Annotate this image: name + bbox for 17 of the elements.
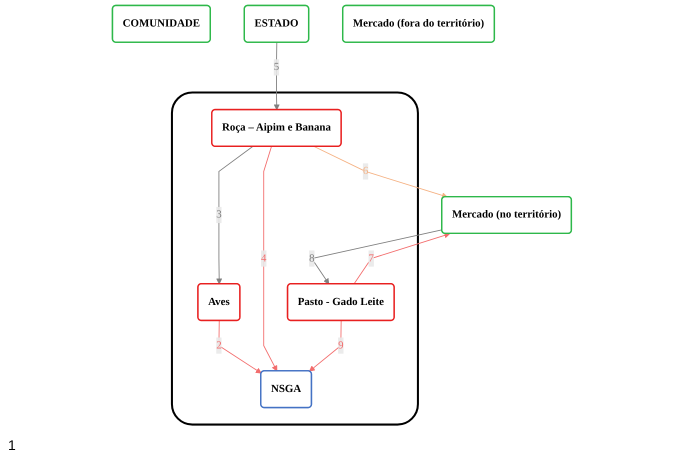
- edge-label: 4: [261, 252, 267, 264]
- edge-label: 6: [362, 165, 368, 177]
- arrow: [263, 146, 278, 372]
- edge-label: 7: [368, 252, 374, 264]
- arrow: [218, 320, 262, 374]
- edge-label: 9: [338, 340, 344, 352]
- edge-label: 5: [274, 61, 280, 73]
- edge-number: 1: [8, 437, 16, 453]
- arrow: [309, 320, 342, 372]
- arrow: [314, 146, 448, 198]
- edge-label: 8: [309, 252, 315, 264]
- arrow: [274, 42, 280, 110]
- edge-label: 2: [216, 340, 222, 352]
- cluster: [171, 92, 420, 426]
- arrow: [216, 146, 254, 284]
- edge-label: 3: [216, 208, 222, 220]
- arrow: [354, 232, 450, 284]
